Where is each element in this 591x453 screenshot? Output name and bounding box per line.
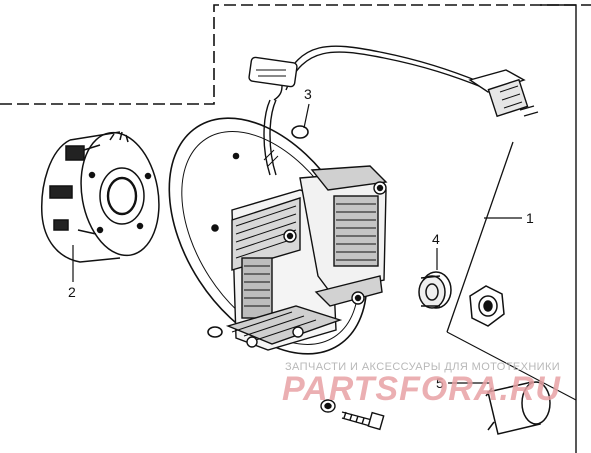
washer: [418, 271, 452, 309]
assembly-boundary-diagonal-2: [446, 331, 577, 401]
rotor-cap: [485, 381, 551, 435]
callout-5-label: 5: [436, 375, 444, 391]
callout-2-label: 2: [68, 284, 76, 300]
wire-harness: [248, 45, 539, 176]
assembly-boundary-line: [0, 4, 591, 105]
nut: [469, 285, 505, 327]
watermark-caption: ЗАПЧАСТИ И АКСЕССУАРЫ ДЛЯ МОТОТЕХНИКИ: [285, 361, 561, 373]
callout-3-label: 3: [304, 86, 312, 102]
callout-4-label: 4: [432, 231, 440, 247]
rotor-flywheel: [41, 131, 160, 263]
stator-coils: [225, 165, 388, 351]
assembly-boundary-diagonal: [446, 141, 514, 333]
callout-1-label: 1: [526, 210, 534, 226]
callout-3-leader: [303, 103, 310, 129]
assembly-boundary-line-right: [540, 4, 577, 453]
watermark-logo: PARTSFORA.RU: [282, 370, 561, 408]
bolt-and-washer: [320, 399, 385, 431]
